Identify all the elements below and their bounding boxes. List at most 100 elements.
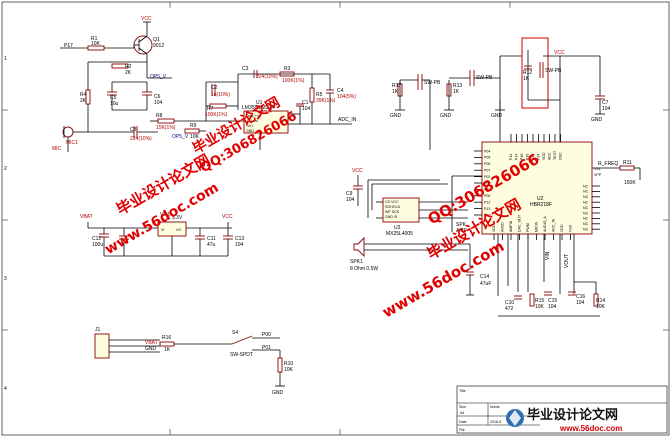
u2-right-pin-label: NC bbox=[583, 190, 589, 194]
u2-bottom-pin-label: ADC_IN bbox=[552, 218, 556, 232]
c13-ref: C13 bbox=[235, 236, 244, 242]
vr1-pin-vo: VO bbox=[176, 228, 181, 232]
u2-bottom-pin-label: VSS bbox=[569, 224, 573, 232]
c7-ref: C7 bbox=[602, 100, 609, 106]
s4-value: SW-SPDT bbox=[230, 352, 253, 358]
u2-right-pin-label: NC bbox=[583, 201, 589, 205]
r10-ref: R10 bbox=[284, 361, 293, 367]
r7-ref: R7 bbox=[207, 106, 214, 112]
c2-value: 1n(10%) bbox=[211, 92, 230, 98]
q1-value: 9012 bbox=[153, 43, 164, 49]
c14-value: 47uF bbox=[480, 281, 491, 287]
u2-left-pin-label: P02 bbox=[484, 175, 490, 179]
u2-bottom-pin-label: DAC_OUT bbox=[518, 214, 522, 232]
mic-preamp-section: VCC Q1 9012 P17 R1 10K R2 2K OP5_V R4 2K bbox=[52, 16, 357, 152]
r15-ref: R15 bbox=[535, 298, 544, 304]
spk1-value: 8 Ohm 0.5W bbox=[350, 266, 378, 272]
r2-value: 2K bbox=[125, 70, 132, 76]
c12-ref: C12 bbox=[92, 236, 101, 242]
c9-ref: C9 bbox=[346, 191, 353, 197]
c11-ref: C11 bbox=[207, 236, 216, 242]
date-value: 2016-5 bbox=[490, 420, 501, 424]
r17-value: 1K bbox=[392, 89, 399, 95]
u3-ref: U3 bbox=[394, 225, 401, 231]
net-gnd-r13: GND bbox=[440, 113, 452, 119]
r8-ref: R8 bbox=[156, 113, 163, 119]
vr1-value: 3.3V bbox=[172, 215, 183, 221]
microphone-mic1 bbox=[62, 126, 74, 138]
file-label: File bbox=[459, 428, 465, 432]
net-amp: AMP bbox=[456, 228, 468, 234]
net-adc-in: ADC_IN bbox=[338, 117, 357, 123]
u2-left-pin-label: P10 bbox=[484, 213, 490, 217]
r11-ref: R11 bbox=[623, 160, 632, 166]
r7-value: 100K(1%) bbox=[205, 112, 228, 118]
c4-ref: C4 bbox=[337, 88, 344, 94]
u2-top-pin-label: OSC bbox=[559, 152, 563, 160]
title-block: Title Size A4 Numb Date 2016-5 File bbox=[456, 385, 668, 434]
c2-ref: C2 bbox=[211, 85, 218, 91]
flash-u3 bbox=[382, 197, 420, 223]
spk1-ref: SPK1 bbox=[350, 259, 363, 265]
u2-bottom-pin-label: AVDD bbox=[501, 222, 505, 232]
resistor-r8 bbox=[157, 118, 175, 124]
r15-value: 10K bbox=[535, 304, 545, 310]
ic-u2-body bbox=[481, 141, 593, 235]
u2-left-pin-label: P07 bbox=[484, 169, 490, 173]
c1-ref: C1 bbox=[302, 100, 309, 106]
connector-j1 bbox=[94, 333, 110, 359]
r1-value: 10K bbox=[91, 41, 101, 47]
r2-ref: R2 bbox=[125, 64, 132, 70]
sw1-label: SW-PB bbox=[424, 80, 441, 86]
c6-value: 104 bbox=[154, 100, 163, 106]
u3-pin-row-2: SOHOLD bbox=[385, 205, 401, 209]
c3-ref: C3 bbox=[242, 66, 249, 72]
u2-right-pin-label: NC bbox=[583, 222, 589, 226]
logo-cn: 毕业设计论文网 bbox=[527, 407, 618, 422]
opamp-u1 bbox=[243, 110, 289, 134]
net-gnd-r17: GND bbox=[390, 113, 402, 119]
c16-ref: C16 bbox=[576, 294, 585, 300]
switch-s4 bbox=[231, 335, 253, 345]
u3-value: MX25L4005 bbox=[386, 231, 413, 237]
connector-switch-section: J1 VBAT GND R16 1K S4 SW-SPDT P00 P01 R1… bbox=[94, 327, 294, 396]
r9-ref: R9 bbox=[190, 123, 197, 129]
u2-top-pin-label: P14 bbox=[515, 154, 519, 160]
c7-value: 104 bbox=[602, 106, 611, 112]
speaker-spk1 bbox=[353, 236, 365, 258]
r17-ref: R17 bbox=[392, 83, 401, 89]
vr1-ref: VR1 bbox=[160, 212, 170, 218]
r11-value: 150K bbox=[624, 180, 636, 186]
net-vcc-sw3: VCC bbox=[554, 50, 565, 56]
net-gnd-sw2: GND bbox=[491, 113, 503, 119]
r14-value: 10K bbox=[596, 304, 606, 310]
net-gnd-j1: GND bbox=[145, 346, 157, 352]
u1-ref: U1 bbox=[256, 100, 263, 106]
j1-ref: J1 bbox=[95, 327, 101, 333]
resistor-r2 bbox=[111, 63, 129, 69]
mic1-value: MIC bbox=[52, 146, 62, 152]
r4-value: 2K bbox=[80, 98, 87, 104]
u2-bottom-pin-label: VDD bbox=[560, 224, 564, 232]
resistor-r4 bbox=[85, 89, 91, 105]
u2-right-pin-label: NC bbox=[583, 206, 589, 210]
c13-value: 104 bbox=[235, 242, 244, 248]
net-gnd-r10: GND bbox=[272, 390, 284, 396]
u2-top-pin-label: TEST bbox=[553, 150, 557, 160]
c12-value: 100u bbox=[92, 242, 103, 248]
resistor-r11 bbox=[619, 165, 635, 171]
r4-ref: R4 bbox=[80, 92, 87, 98]
r12-value: 1K bbox=[523, 76, 530, 82]
s4-ref: S4 bbox=[232, 330, 238, 336]
c5-ref: C5 bbox=[110, 95, 117, 101]
r13-ref: R13 bbox=[453, 83, 462, 89]
net-r-freq: R_FREQ bbox=[598, 161, 618, 167]
highlight-box bbox=[521, 37, 549, 109]
u2-top-pin-label: P17 bbox=[531, 154, 535, 160]
resistor-r15 bbox=[529, 293, 535, 307]
size-label: Size bbox=[459, 405, 466, 409]
border-number-1: 1 bbox=[4, 56, 7, 62]
